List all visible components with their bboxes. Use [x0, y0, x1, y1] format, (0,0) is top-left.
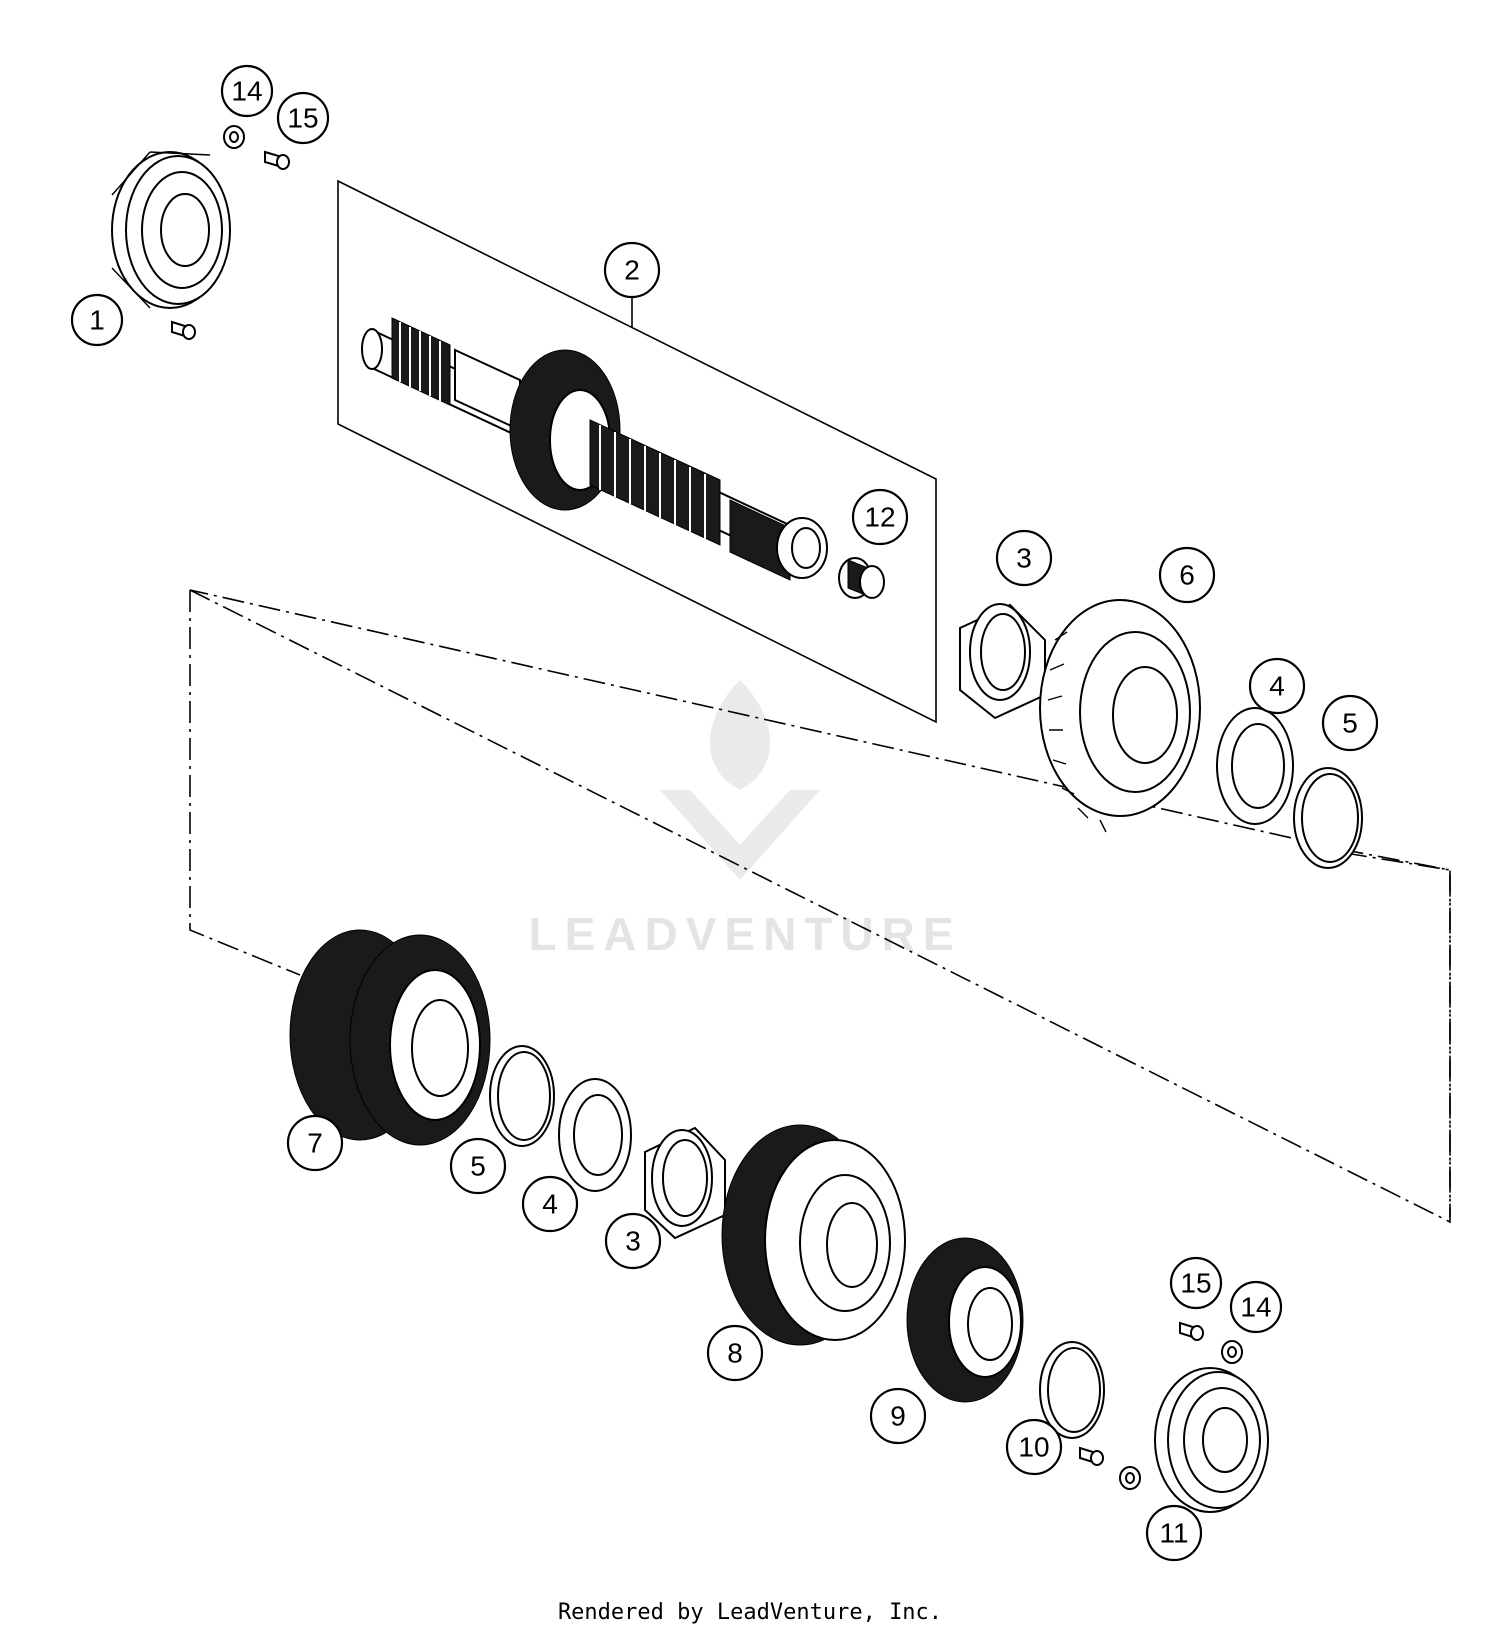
- bushing-3-lower: [644, 1126, 726, 1240]
- leadventure-watermark: LEADVENTURE: [528, 680, 961, 960]
- svg-text:15: 15: [1180, 1268, 1211, 1299]
- screw-11-lower: [1079, 1446, 1104, 1466]
- callout-5-lower: 5: [449, 1137, 507, 1195]
- callout-15-lower: 15: [1169, 1256, 1223, 1310]
- callout-10: 10: [1005, 1418, 1063, 1476]
- callout-9: 9: [869, 1387, 927, 1445]
- callout-5-upper: 5: [1321, 694, 1379, 752]
- needle-bearing-12: [838, 557, 885, 599]
- callout-11: 11: [1145, 1504, 1203, 1562]
- callout-2: 2: [603, 241, 661, 299]
- svg-text:14: 14: [231, 76, 262, 107]
- washer-11-lower: [1119, 1466, 1141, 1490]
- svg-text:14: 14: [1240, 1292, 1271, 1323]
- callout-3-upper: 3: [995, 529, 1053, 587]
- mainshaft-2: [361, 317, 828, 581]
- circlip-5-upper: [1293, 767, 1363, 869]
- svg-text:8: 8: [727, 1338, 743, 1369]
- bearing-11: [1154, 1367, 1269, 1513]
- callout-8: 8: [706, 1324, 764, 1382]
- callout-14-top: 14: [220, 64, 274, 118]
- bushing-3-upper: [959, 603, 1046, 720]
- svg-text:10: 10: [1018, 1432, 1049, 1463]
- screw-15-top: [264, 150, 290, 170]
- svg-text:3: 3: [1016, 543, 1032, 574]
- callout-6: 6: [1158, 546, 1216, 604]
- callout-7: 7: [286, 1114, 344, 1172]
- callout-4-lower: 4: [521, 1175, 579, 1233]
- washer-14-top: [223, 125, 245, 149]
- gear-9: [906, 1237, 1024, 1403]
- svg-text:3: 3: [625, 1226, 641, 1257]
- footer-credit: Rendered by LeadVenture, Inc.: [557, 1600, 943, 1625]
- thrust-washer-4-lower: [558, 1078, 632, 1192]
- callout-1: 1: [70, 293, 124, 347]
- svg-text:5: 5: [1342, 708, 1358, 739]
- svg-text:4: 4: [542, 1189, 558, 1220]
- mainshaft-group-box: [337, 179, 937, 724]
- svg-text:6: 6: [1179, 560, 1195, 591]
- callout-14-lower: 14: [1229, 1280, 1283, 1334]
- svg-text:2: 2: [624, 255, 640, 286]
- thrust-washer-4-upper: [1216, 707, 1294, 825]
- svg-text:5: 5: [470, 1151, 486, 1182]
- svg-text:9: 9: [890, 1401, 906, 1432]
- callout-3-lower: 3: [604, 1212, 662, 1270]
- washer-14-lower: [1221, 1340, 1243, 1364]
- screw-15-lower: [1179, 1321, 1204, 1341]
- gear-7: [289, 929, 491, 1146]
- svg-text:1: 1: [89, 305, 105, 336]
- svg-text:12: 12: [864, 502, 895, 533]
- svg-text:4: 4: [1269, 671, 1285, 702]
- screw-1-lower: [171, 320, 196, 340]
- gear-8: [721, 1124, 906, 1346]
- callout-12: 12: [851, 488, 909, 546]
- svg-text:11: 11: [1159, 1518, 1188, 1549]
- svg-text:7: 7: [307, 1128, 323, 1159]
- circlip-5-lower: [489, 1045, 555, 1147]
- watermark-text: LEADVENTURE: [528, 908, 961, 960]
- svg-text:15: 15: [287, 103, 318, 134]
- gear-6: [1039, 599, 1201, 833]
- callout-15-top: 15: [276, 91, 330, 145]
- shim-10: [1039, 1341, 1105, 1439]
- bearing-1: [111, 151, 231, 309]
- callout-4-upper: 4: [1248, 657, 1306, 715]
